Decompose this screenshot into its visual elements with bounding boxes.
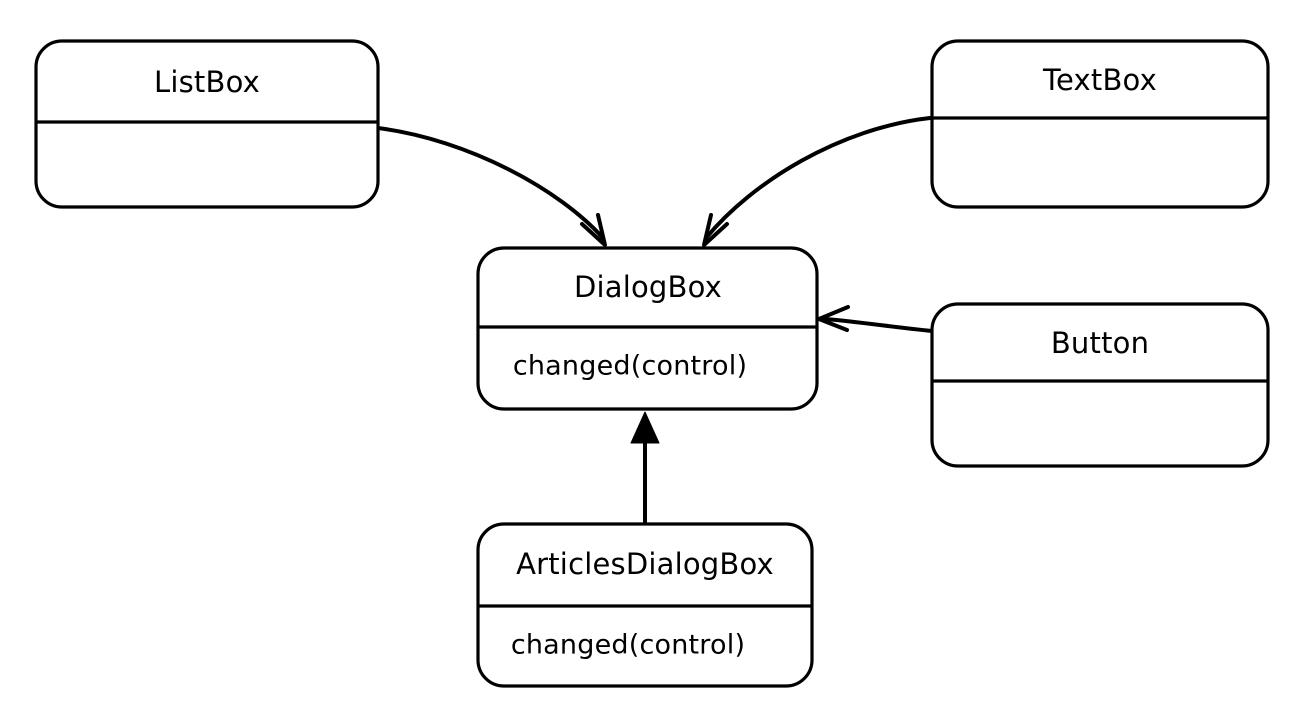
edge-line xyxy=(376,126,605,240)
class-node-dialogbox[interactable]: DialogBox changed(control) xyxy=(476,246,819,411)
node-body xyxy=(930,302,1270,468)
class-node-listbox[interactable]: ListBox xyxy=(34,39,380,209)
class-node-textbox[interactable]: TextBox xyxy=(930,39,1270,209)
edge-listbox-to-dialogbox[interactable] xyxy=(376,126,607,247)
node-title: ListBox xyxy=(154,65,260,99)
class-node-button[interactable]: Button xyxy=(930,302,1270,468)
node-title: TextBox xyxy=(1042,63,1157,97)
open-arrowhead-icon xyxy=(702,213,729,247)
node-method: changed(control) xyxy=(511,630,745,661)
node-title: DialogBox xyxy=(574,270,722,304)
edge-textbox-to-dialogbox[interactable] xyxy=(702,116,932,247)
node-method: changed(control) xyxy=(513,351,747,382)
solid-triangle-arrowhead-icon xyxy=(630,411,660,444)
edge-line xyxy=(824,317,934,333)
edge-line xyxy=(704,116,932,240)
node-title: ArticlesDialogBox xyxy=(516,547,774,581)
class-node-articlesdialogbox[interactable]: ArticlesDialogBox changed(control) xyxy=(476,522,814,688)
open-arrowhead-icon xyxy=(580,213,607,247)
edge-articlesdialogbox-to-dialogbox[interactable] xyxy=(630,411,660,524)
node-title: Button xyxy=(1051,326,1149,360)
node-body xyxy=(930,39,1270,209)
open-arrowhead-icon xyxy=(817,305,850,332)
edge-button-to-dialogbox[interactable] xyxy=(817,305,934,333)
node-body xyxy=(34,39,380,209)
